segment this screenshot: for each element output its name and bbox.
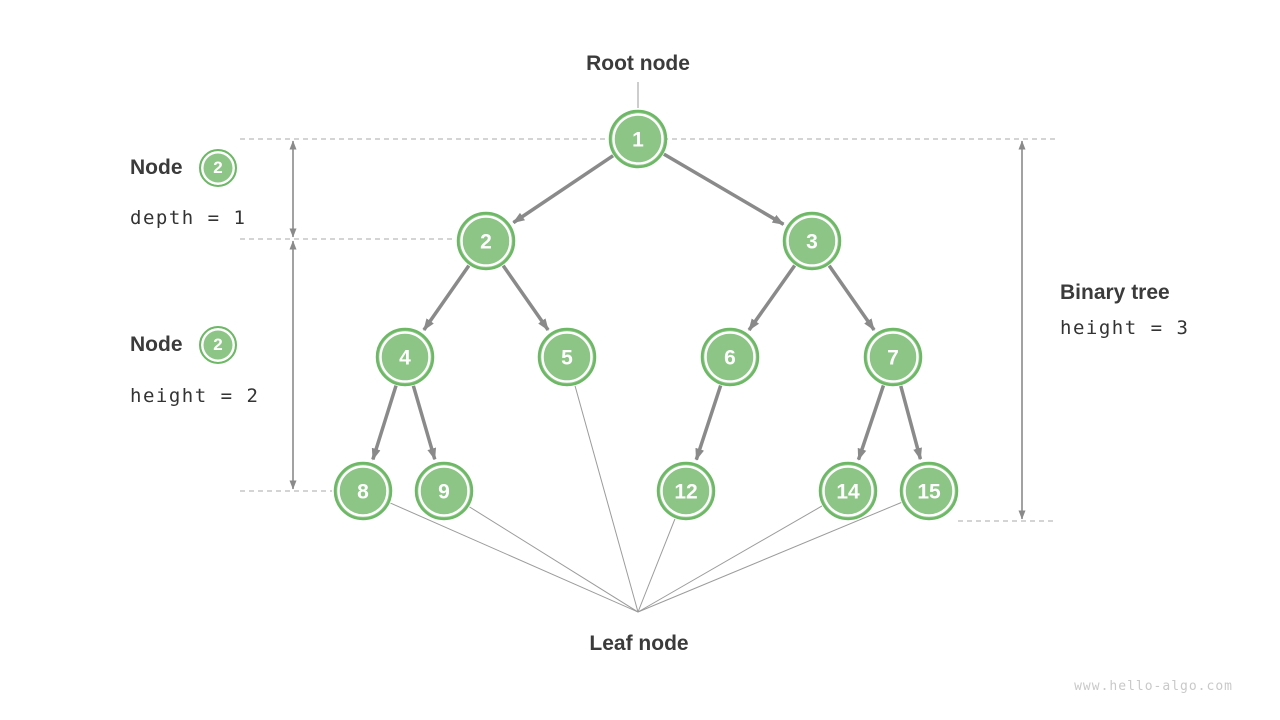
tree-node-15: 15 bbox=[899, 461, 959, 521]
tree-edge bbox=[747, 264, 797, 332]
leaf-pointer-line bbox=[637, 518, 676, 613]
tree-node-2: 2 bbox=[456, 211, 516, 271]
tree-node-8: 8 bbox=[333, 461, 393, 521]
tree-node-9: 9 bbox=[414, 461, 474, 521]
node-number: 9 bbox=[438, 481, 450, 504]
node-number: 2 bbox=[480, 231, 492, 254]
node-number: 1 bbox=[632, 129, 644, 152]
node-ring bbox=[704, 331, 756, 383]
leaf-pointer-line bbox=[637, 505, 823, 613]
tree-edge bbox=[501, 264, 550, 331]
node-ring bbox=[612, 113, 664, 165]
node-ring bbox=[379, 331, 431, 383]
tree-edge bbox=[422, 264, 471, 331]
node-number: 4 bbox=[399, 347, 411, 370]
tree-edges-layer bbox=[371, 152, 923, 461]
node-height-title: Node bbox=[130, 333, 183, 356]
node-depth-formula: depth = 1 bbox=[130, 207, 247, 229]
tree-edge bbox=[856, 384, 886, 461]
node-number: 14 bbox=[836, 481, 860, 504]
node-ring bbox=[786, 215, 838, 267]
watermark: www.hello-algo.com bbox=[1074, 679, 1233, 694]
leaf-node-label: Leaf node bbox=[589, 632, 689, 655]
binary-tree-title: Binary tree bbox=[1060, 281, 1170, 304]
node-number: 6 bbox=[724, 347, 736, 370]
node-number: 3 bbox=[806, 231, 818, 254]
node-number: 8 bbox=[357, 481, 369, 504]
tree-node-14: 14 bbox=[818, 461, 878, 521]
node-circle bbox=[863, 327, 923, 387]
node-circle bbox=[333, 461, 393, 521]
node-circle bbox=[782, 211, 842, 271]
tree-node-5: 5 bbox=[537, 327, 597, 387]
tree-edge bbox=[512, 154, 615, 225]
node-circle bbox=[537, 327, 597, 387]
pointer-lines-layer bbox=[390, 82, 902, 613]
leaf-pointer-line bbox=[637, 502, 902, 613]
leaf-pointer-line bbox=[390, 502, 639, 613]
node-ring bbox=[660, 465, 712, 517]
tree-node-7: 7 bbox=[863, 327, 923, 387]
tree-edge bbox=[899, 385, 923, 461]
binary-tree-formula: height = 3 bbox=[1060, 317, 1190, 339]
node-ring bbox=[460, 215, 512, 267]
node-ring bbox=[418, 465, 470, 517]
node-circle bbox=[608, 109, 668, 169]
tree-edge bbox=[411, 385, 437, 461]
node-number: 15 bbox=[917, 481, 941, 504]
node-number: 12 bbox=[674, 481, 697, 504]
node-circle bbox=[656, 461, 716, 521]
node-circle bbox=[818, 461, 878, 521]
node-number: 5 bbox=[561, 347, 573, 370]
tree-node-1: 1 bbox=[608, 109, 668, 169]
node-circle bbox=[899, 461, 959, 521]
node-ring bbox=[867, 331, 919, 383]
tree-node-12: 12 bbox=[656, 461, 716, 521]
node-circle bbox=[700, 327, 760, 387]
tree-edge bbox=[662, 152, 785, 226]
node-depth-badge: 2 bbox=[199, 149, 237, 187]
leaf-pointer-line bbox=[574, 385, 639, 613]
node-ring bbox=[541, 331, 593, 383]
node-ring bbox=[903, 465, 955, 517]
tree-edge bbox=[694, 384, 723, 461]
leaf-pointer-line bbox=[469, 506, 639, 613]
node-ring bbox=[337, 465, 389, 517]
node-circle bbox=[456, 211, 516, 271]
node-height-formula: height = 2 bbox=[130, 385, 260, 407]
tree-edge bbox=[371, 385, 398, 461]
node-ring bbox=[822, 465, 874, 517]
node-depth-title: Node bbox=[130, 156, 183, 179]
tree-node-6: 6 bbox=[700, 327, 760, 387]
tree-edge bbox=[827, 264, 876, 331]
tree-node-4: 4 bbox=[375, 327, 435, 387]
root-node-label: Root node bbox=[586, 52, 690, 75]
node-circle bbox=[414, 461, 474, 521]
node-height-badge: 2 bbox=[199, 326, 237, 364]
tree-node-3: 3 bbox=[782, 211, 842, 271]
node-circle bbox=[375, 327, 435, 387]
node-number: 7 bbox=[887, 347, 899, 370]
